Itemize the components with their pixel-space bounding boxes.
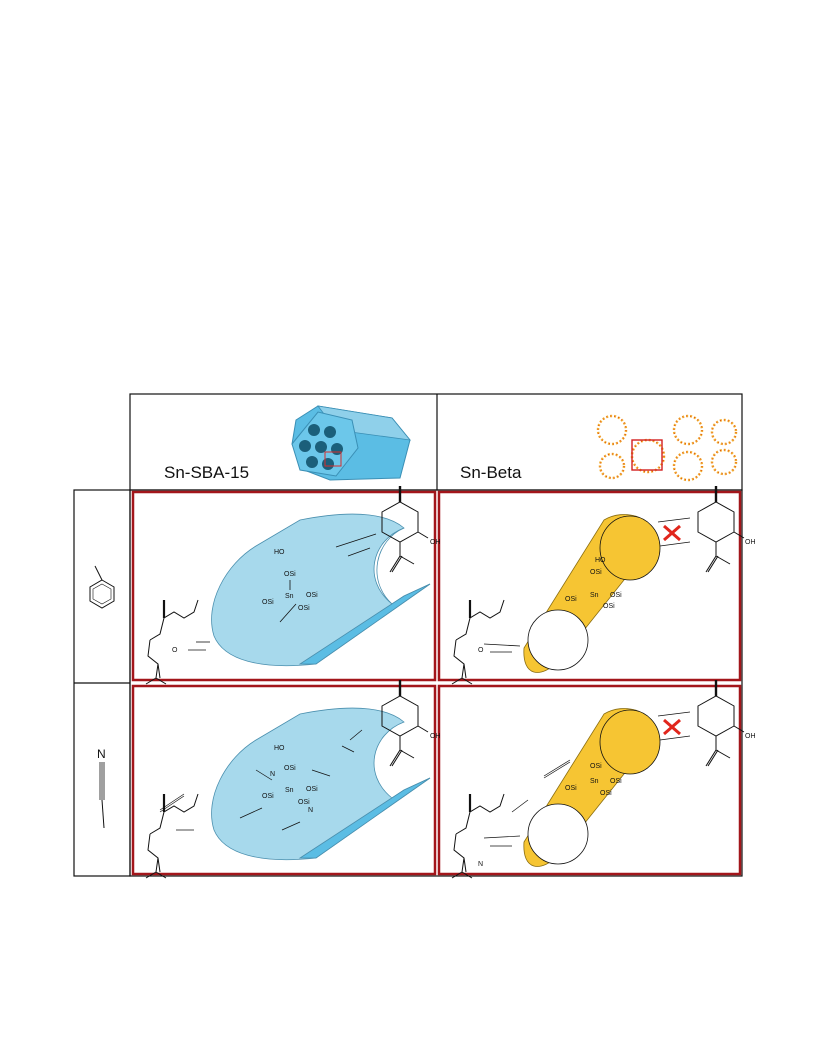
toluene-structure <box>89 565 115 609</box>
acetonitrile-structure: N <box>97 747 106 829</box>
svg-text:Sn: Sn <box>285 593 294 600</box>
svg-text:OSi: OSi <box>565 596 577 603</box>
sn-site-b: OSi Sn OSi OSi OSi HO OH O <box>478 539 756 654</box>
svg-text:OSi: OSi <box>590 569 602 576</box>
svg-text:OSi: OSi <box>306 786 318 793</box>
cell-sba15-toluene: OSi Sn OSi OSi OSi HO OH O <box>144 484 441 686</box>
svg-text:HO: HO <box>274 745 285 752</box>
svg-text:OSi: OSi <box>603 603 615 610</box>
sn-site-a: OSi Sn OSi OSi OSi HO OH O <box>172 539 441 654</box>
svg-text:OSi: OSi <box>306 592 318 599</box>
svg-text:OSi: OSi <box>298 799 310 806</box>
svg-text:N: N <box>308 807 313 814</box>
svg-text:OSi: OSi <box>565 785 577 792</box>
svg-text:O: O <box>478 647 484 654</box>
table-grid <box>73 393 743 877</box>
svg-text:OH: OH <box>745 733 756 740</box>
cell-beta-toluene: OSi Sn OSi OSi OSi HO OH O <box>450 484 756 686</box>
blocked-diffusion-icon-2 <box>657 711 691 741</box>
svg-text:HO: HO <box>274 549 285 556</box>
svg-text:OSi: OSi <box>610 778 622 785</box>
svg-text:OH: OH <box>430 539 441 546</box>
col1-label: Sn-SBA-15 <box>164 463 249 482</box>
svg-text:O: O <box>172 647 178 654</box>
svg-text:OSi: OSi <box>600 790 612 797</box>
svg-text:OSi: OSi <box>590 763 602 770</box>
svg-text:N: N <box>478 861 483 868</box>
svg-text:OH: OH <box>430 733 441 740</box>
svg-text:HO: HO <box>595 557 606 564</box>
header-beta: Sn-Beta <box>460 414 738 482</box>
col2-label: Sn-Beta <box>460 463 522 482</box>
blocked-diffusion-icon <box>657 517 691 547</box>
svg-text:Sn: Sn <box>590 778 599 785</box>
svg-text:Sn: Sn <box>590 592 599 599</box>
svg-text:OSi: OSi <box>262 793 274 800</box>
svg-text:OSi: OSi <box>284 571 296 578</box>
svg-text:OH: OH <box>745 539 756 546</box>
svg-text:OSi: OSi <box>284 765 296 772</box>
cell-beta-acetonitrile: OSi Sn OSi OSi OSi OH N <box>450 678 756 880</box>
beta-zeolite-framework-icon <box>596 414 738 482</box>
sn-site-d: OSi Sn OSi OSi OSi OH N <box>478 733 756 868</box>
svg-text:N: N <box>270 771 275 778</box>
svg-text:OSi: OSi <box>610 592 622 599</box>
svg-text:Sn: Sn <box>285 787 294 794</box>
sn-site-c: OSi Sn OSi OSi OSi HO OH N N <box>262 733 441 814</box>
svg-text:OSi: OSi <box>262 599 274 606</box>
sba15-hexagonal-rod-icon <box>291 405 411 481</box>
header-sba15: Sn-SBA-15 <box>164 405 411 482</box>
cell-sba15-acetonitrile: OSi Sn OSi OSi OSi HO OH N N <box>144 678 441 880</box>
svg-text:OSi: OSi <box>298 605 310 612</box>
nitrogen-label: N <box>97 747 106 761</box>
